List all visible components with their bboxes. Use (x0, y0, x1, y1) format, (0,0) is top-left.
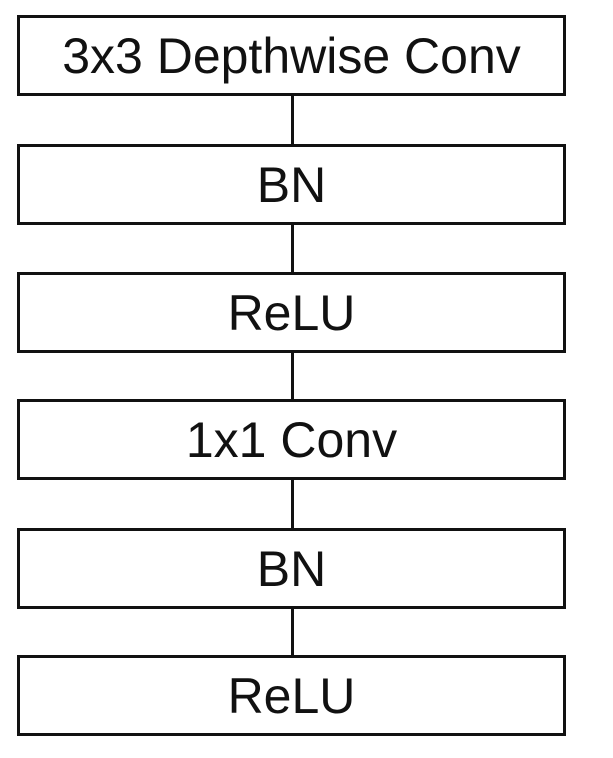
block-batch-norm: BN (17, 528, 566, 609)
block-relu: ReLU (17, 272, 566, 353)
block-pointwise-conv: 1x1 Conv (17, 399, 566, 480)
block-relu: ReLU (17, 655, 566, 736)
block-label: ReLU (227, 667, 356, 724)
block-depthwise-conv: 3x3 Depthwise Conv (17, 15, 566, 96)
block-label: ReLU (227, 284, 356, 341)
connector-line (291, 225, 294, 272)
block-label: 3x3 Depthwise Conv (62, 27, 521, 84)
connector-line (291, 609, 294, 655)
connector-line (291, 96, 294, 144)
block-label: BN (256, 540, 327, 597)
block-label: 1x1 Conv (185, 411, 398, 468)
block-label: BN (256, 156, 327, 213)
connector-line (291, 480, 294, 528)
connector-line (291, 353, 294, 399)
block-batch-norm: BN (17, 144, 566, 225)
